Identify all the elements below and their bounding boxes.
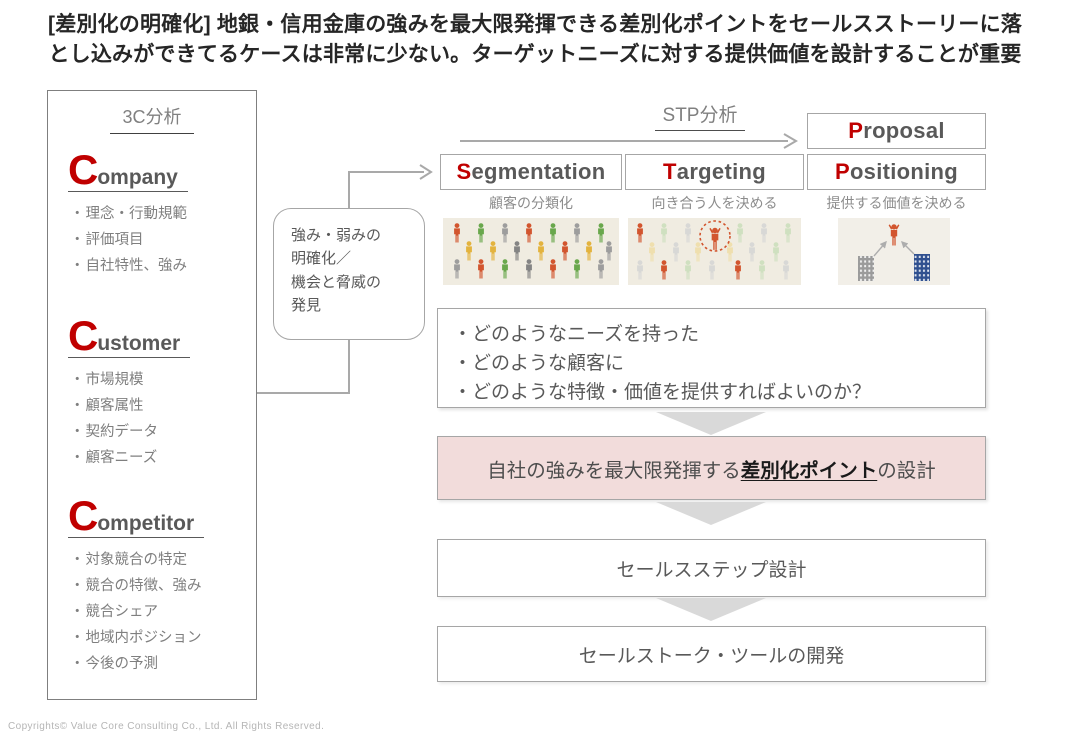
list-item: 自社特性、強み [70, 253, 250, 279]
list-item: 競合シェア [70, 599, 250, 625]
positioning-icon [838, 218, 950, 285]
list-item: 市場規模 [70, 367, 250, 393]
positioning-caption: 提供する価値を決める [826, 195, 967, 211]
list-item: 対象競合の特定 [70, 547, 250, 573]
person-icon [889, 224, 900, 245]
gray-building-icon [858, 256, 874, 281]
buildings-and-person-icon [858, 218, 930, 281]
segmentation-crowd-icon [454, 223, 612, 279]
list-item: どのような特徴・価値を提供すればよいのか？ [453, 378, 985, 407]
needs-questions-box: どのようなニーズを持った どのような顧客に どのような特徴・価値を提供すればよい… [437, 308, 986, 408]
3c-heading: 3C分析 [48, 103, 256, 134]
competitor-heading: Competitor [68, 495, 205, 538]
slide-title: [差別化の明確化] 地銀・信用金庫の強みを最大限発揮できる差別化ポイントをセール… [48, 13, 1022, 66]
company-items: 理念・行動規範 評価項目 自社特性、強み [70, 201, 250, 279]
customer-items: 市場規模 顧客属性 契約データ 顧客ニーズ [70, 367, 250, 471]
targeting-caption: 向き合う人を決める [651, 195, 778, 211]
company-section: Company 理念・行動規範 評価項目 自社特性、強み [68, 149, 250, 279]
swot-note-box: 強み・弱みの 明確化／ 機会と脅威の 発見 [273, 208, 425, 340]
customer-heading: Customer [68, 315, 191, 358]
sales-talk-tool-box: セールストーク・ツールの開発 [437, 626, 986, 682]
questions-list: どのようなニーズを持った どのような顧客に どのような特徴・価値を提供すればよい… [453, 320, 985, 407]
arrowhead-to-segmentation [419, 164, 433, 180]
list-item: 地域内ポジション [70, 625, 250, 651]
highlight-text: 差別化ポイント [740, 459, 878, 482]
arrow-left-icon [873, 240, 887, 257]
company-heading: Company [68, 149, 188, 192]
list-item: どのような顧客に [453, 349, 985, 378]
blue-building-icon [914, 254, 930, 281]
copyright-text: Copyrights© Value Core Consulting Co., L… [8, 721, 325, 732]
targeting-crowd-icon [637, 220, 791, 280]
target-person-icon [628, 218, 801, 285]
list-item: 競合の特徴、強み [70, 573, 250, 599]
competitor-items: 対象競合の特定 競合の特徴、強み 競合シェア 地域内ポジション 今後の予測 [70, 547, 250, 677]
differentiation-design-box: 自社の強みを最大限発揮する差別化ポイントの設計 [437, 436, 986, 500]
list-item: 契約データ [70, 419, 250, 445]
sales-step-design-box: セールスステップ設計 [437, 539, 986, 597]
3c-analysis-panel: 3C分析 Company 理念・行動規範 評価項目 自社特性、強み Custom… [47, 90, 257, 700]
customer-section: Customer 市場規模 顧客属性 契約データ 顧客ニーズ [68, 315, 250, 471]
target-circle-icon [699, 220, 731, 252]
list-item: 理念・行動規範 [70, 201, 250, 227]
crowd-icon [443, 218, 619, 285]
arrowhead-to-proposal [783, 133, 798, 149]
list-item: 評価項目 [70, 227, 250, 253]
arrow-right-icon [901, 241, 915, 255]
selected-person-icon [709, 228, 720, 250]
list-item: どのようなニーズを持った [453, 320, 985, 349]
stp-heading: STP分析 [610, 100, 790, 131]
list-item: 顧客ニーズ [70, 445, 250, 471]
competitor-section: Competitor 対象競合の特定 競合の特徴、強み 競合シェア 地域内ポジシ… [68, 495, 250, 677]
segmentation-caption: 顧客の分類化 [489, 195, 573, 211]
list-item: 今後の予測 [70, 651, 250, 677]
list-item: 顧客属性 [70, 393, 250, 419]
